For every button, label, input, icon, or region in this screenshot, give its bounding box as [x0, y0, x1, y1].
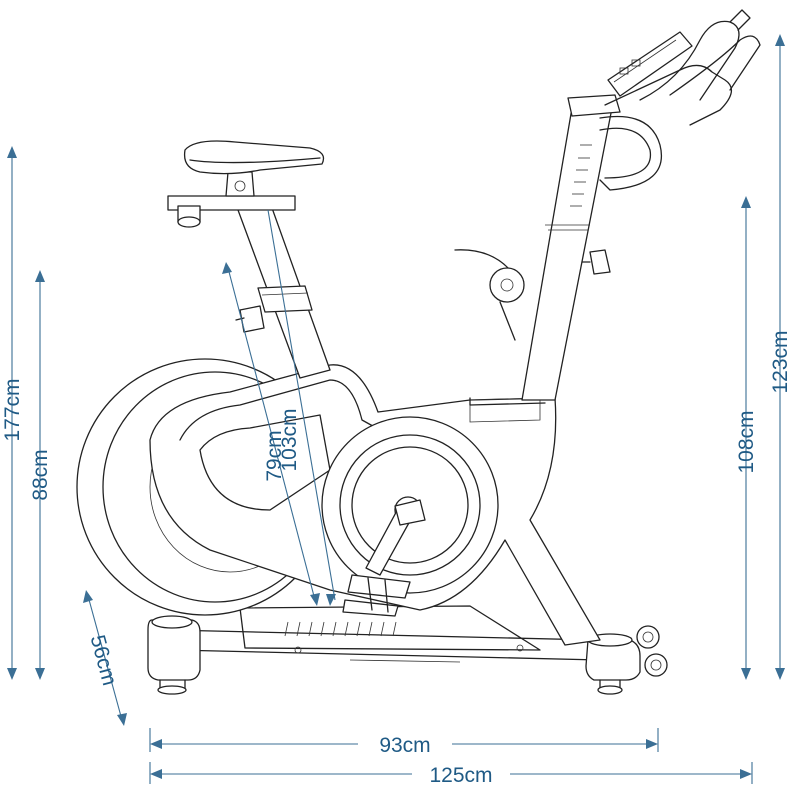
dim-total-height: [7, 146, 17, 680]
label-handlebar-height: 123cm: [769, 330, 792, 393]
exercise-bike-drawing: [76, 9, 761, 695]
handlebars: [567, 9, 761, 191]
label-seat-height-min: 79cm: [263, 430, 286, 481]
rear-stabilizer: [147, 615, 201, 695]
handlebar-stem: [521, 107, 613, 401]
dimension-lines: [7, 34, 785, 784]
dim-handlebar-height: [775, 34, 785, 680]
label-total-height: 177cm: [1, 378, 24, 441]
front-stabilizer: [585, 625, 668, 695]
dim-console-height: [741, 196, 751, 680]
label-wheelbase: 93cm: [379, 734, 430, 757]
saddle: [167, 140, 325, 228]
dim-wheelbase: [149, 728, 659, 752]
console: [607, 31, 693, 97]
pedal: [342, 574, 411, 617]
dim-total-length: [149, 762, 753, 784]
label-base-width: 56cm: [86, 633, 122, 689]
resistance-knob: [454, 249, 525, 341]
seat-post: [235, 207, 331, 379]
label-console-height: 108cm: [735, 410, 758, 473]
crank-assembly: [321, 416, 499, 594]
label-step-height: 88cm: [29, 449, 52, 500]
dim-base-width: [83, 590, 127, 726]
label-total-length: 125cm: [429, 764, 492, 787]
dim-seat-height-min: [222, 262, 320, 606]
dim-seat-height-max: [267, 209, 336, 606]
label-seat-height-max: 103cm: [278, 408, 301, 471]
dim-step-height: [35, 270, 45, 680]
